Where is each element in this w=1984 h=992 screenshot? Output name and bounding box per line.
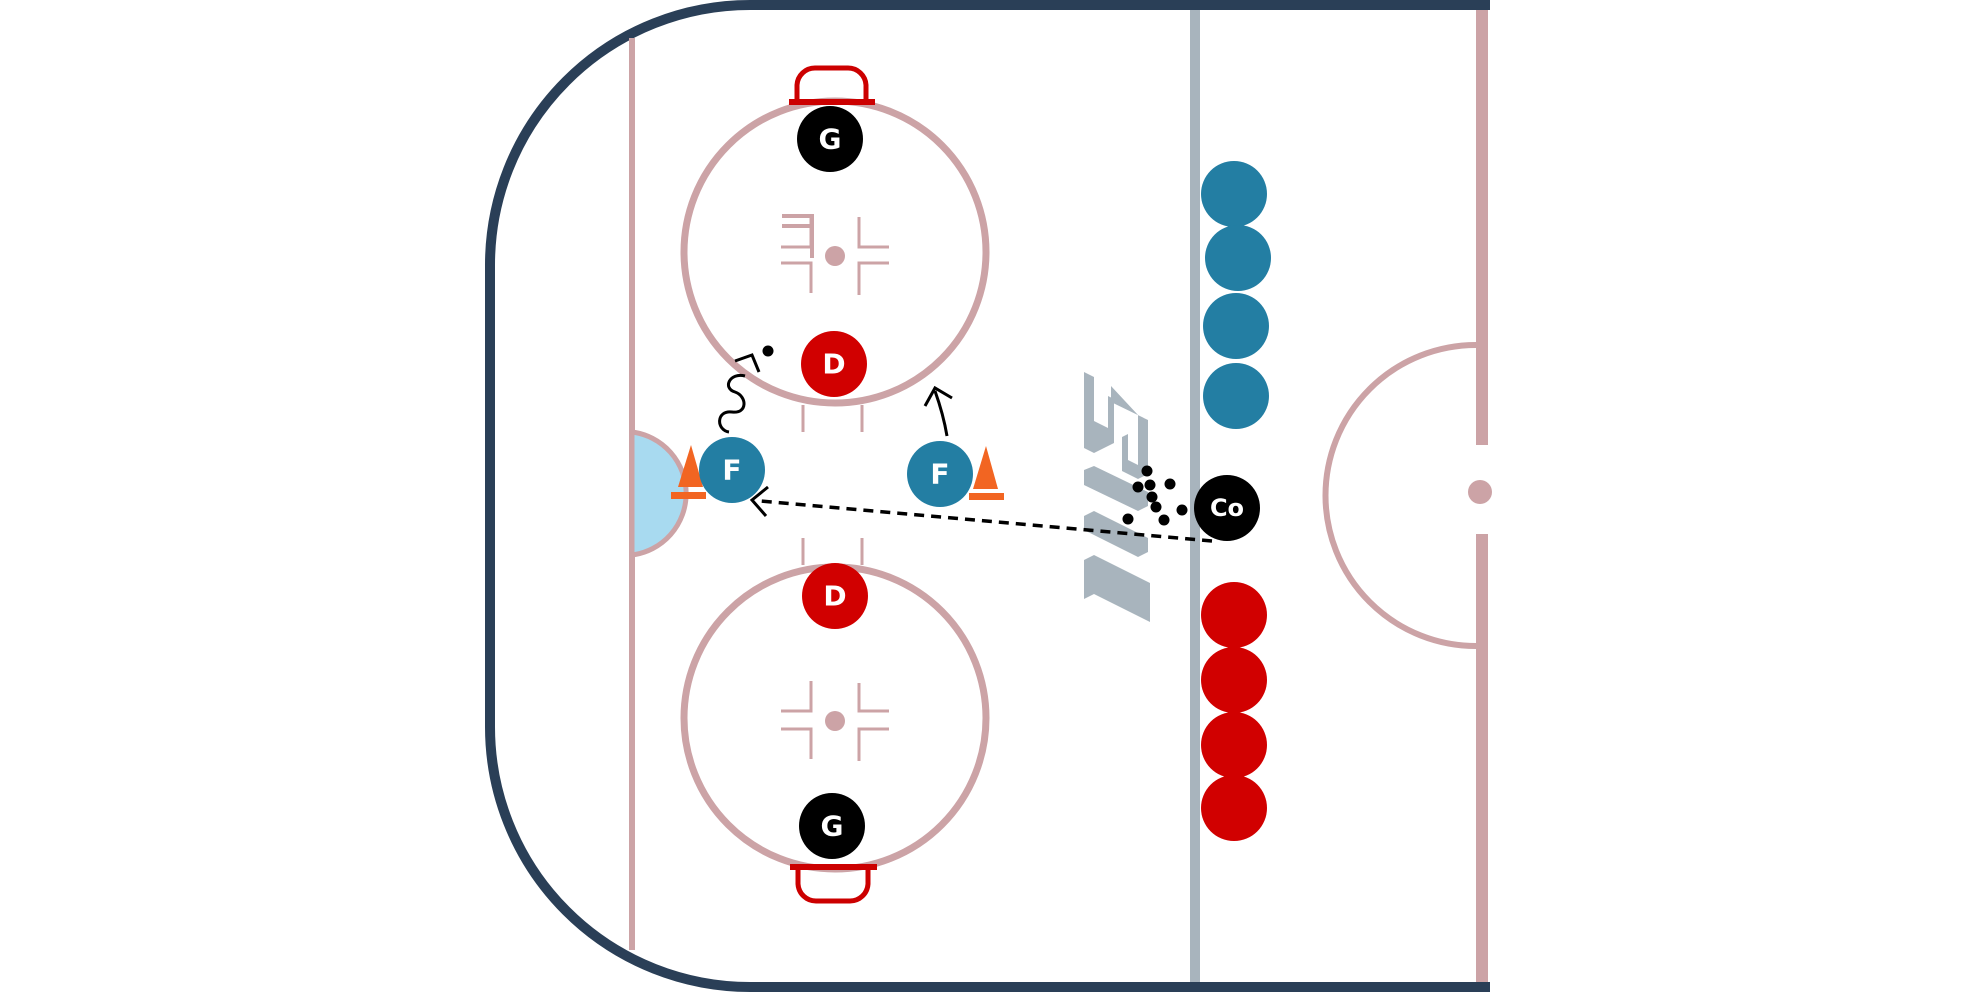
pass-arrowhead [749, 485, 769, 517]
forward-left: F [699, 437, 765, 503]
goal-net-top [789, 65, 875, 105]
faceoff-dot-top [825, 246, 845, 266]
waiting-defense [1201, 775, 1267, 841]
puck [1144, 479, 1156, 491]
svg-text:F: F [722, 454, 741, 487]
puck [1146, 491, 1158, 503]
brand-logo-icon [1084, 372, 1150, 622]
waiting-defense [1201, 582, 1267, 648]
rink-boards [485, 0, 1490, 992]
forward-right: F [907, 441, 973, 507]
faceoff-dot-bottom [825, 711, 845, 731]
waiting-defense [1201, 712, 1267, 778]
cone-right [969, 446, 1004, 500]
cone-left [671, 445, 706, 499]
waiting-forward [1201, 161, 1267, 227]
puck [1122, 513, 1134, 525]
waiting-defense [1201, 647, 1267, 713]
svg-text:Co: Co [1210, 494, 1244, 522]
skating-path [933, 390, 949, 437]
puck [1132, 481, 1144, 493]
waiting-forward [1205, 225, 1271, 291]
svg-text:D: D [823, 580, 846, 613]
goalie-bottom: G [799, 793, 865, 859]
center-circle [1322, 342, 1477, 649]
stickhandling-path [718, 373, 746, 434]
svg-text:F: F [930, 458, 949, 491]
forward-line-waiting [1201, 161, 1271, 429]
defense-top: D [801, 331, 867, 397]
svg-text:D: D [822, 348, 845, 381]
goal-net-bottom [790, 864, 877, 904]
goalie-top: G [797, 106, 863, 172]
defense-bottom: D [802, 563, 868, 629]
puck [1150, 501, 1162, 513]
puck-pile [1122, 465, 1188, 526]
center-faceoff-dot [1468, 480, 1492, 504]
waiting-forward [1203, 293, 1269, 359]
puck [1141, 465, 1153, 477]
faceoff-crosshair-top [781, 215, 889, 295]
svg-text:G: G [819, 123, 842, 156]
waiting-forward [1203, 363, 1269, 429]
skating-arrowhead [923, 385, 953, 407]
puck [1176, 504, 1188, 516]
svg-text:G: G [821, 810, 844, 843]
pass-path [759, 499, 1213, 543]
defense-line-waiting [1201, 582, 1267, 841]
faceoff-crosshair-bottom [781, 681, 889, 761]
faceoff-hashmarks-top [782, 214, 814, 258]
puck [762, 345, 774, 357]
stickhandling-arrowhead [734, 353, 761, 373]
puck [1158, 514, 1170, 526]
coach: Co [1194, 475, 1260, 541]
puck [1164, 478, 1176, 490]
